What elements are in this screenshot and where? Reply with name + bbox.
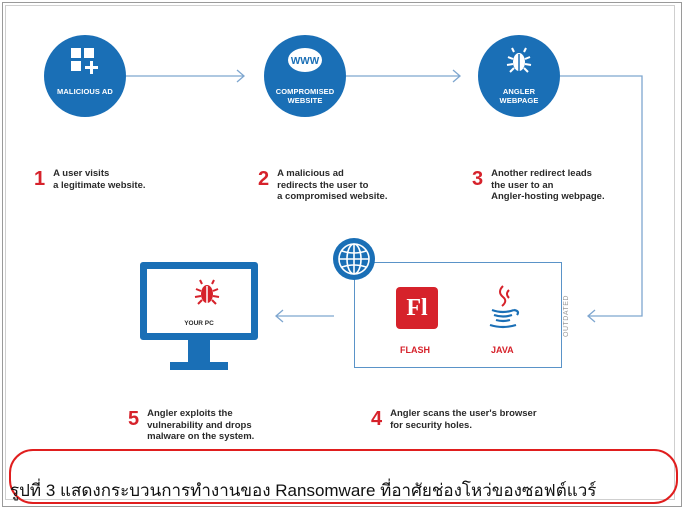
outer-frame (2, 2, 682, 507)
pc-monitor: YOUR PC (140, 262, 258, 340)
angler-webpage-node: ANGLER WEBPAGE (478, 35, 560, 117)
browser-plugins-box (354, 262, 562, 368)
step-1-number: 1 (34, 168, 46, 190)
webpage-label: WEBPAGE (499, 96, 539, 105)
step-5-number: 5 (128, 408, 140, 430)
step-4-number: 4 (371, 408, 383, 430)
outdated-label: OUTDATED (563, 295, 570, 337)
flash-icon: Fl (396, 287, 438, 329)
www-text: WWW (291, 56, 320, 67)
connector-angler-to-plugins (560, 75, 643, 317)
step-3-number: 3 (472, 168, 484, 190)
malicious-ad-node: MALICIOUS AD (44, 35, 126, 117)
flash-label: FLASH (400, 345, 430, 355)
monitor-base (170, 362, 228, 370)
malware-bug-icon (194, 279, 220, 305)
your-pc-label: YOUR PC (184, 320, 214, 327)
compromised-label: COMPROMISED (275, 87, 335, 96)
inner-frame (5, 5, 675, 500)
step-2-number: 2 (258, 168, 270, 190)
java-icon (489, 285, 520, 329)
figure-caption: รูปที่ 3 แสดงกระบวนการทำงานของ Ransomwar… (10, 481, 597, 500)
globe-icon (333, 238, 375, 280)
website-label: WEBSITE (287, 96, 323, 105)
caption-highlight-oval (9, 449, 678, 504)
ad-blocks-icon (71, 48, 98, 74)
bug-icon (506, 47, 532, 73)
compromised-website-node: WWW COMPROMISED WEBSITE (264, 35, 346, 117)
malicious-ad-label: MALICIOUS AD (57, 87, 113, 96)
java-label: JAVA (491, 345, 514, 355)
angler-label: ANGLER (502, 87, 536, 96)
monitor-neck (188, 340, 210, 362)
www-globe-icon: WWW (288, 48, 322, 72)
